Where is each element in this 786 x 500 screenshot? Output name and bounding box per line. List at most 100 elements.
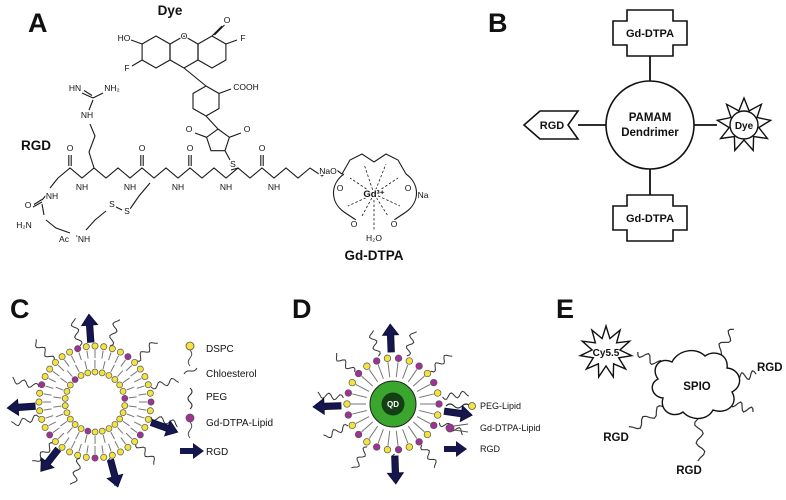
lipid-head (61, 402, 69, 410)
dye-structure (130, 24, 242, 171)
spio-label: SPIO (683, 381, 711, 393)
qd-core-center (381, 392, 405, 416)
lipid-head (124, 353, 132, 361)
peg-lipid-icon (445, 403, 471, 409)
atom-nh: NH (124, 182, 136, 192)
lipid-head (66, 348, 74, 356)
lipid-head (91, 368, 99, 376)
lipid-head (100, 453, 108, 461)
gd-dtpa-cross-top (612, 9, 688, 57)
lipid-tail (66, 370, 73, 377)
lipid-head (119, 387, 127, 395)
lipid-head (74, 345, 82, 353)
lipid-tail (126, 386, 135, 391)
atom-f: F (124, 63, 129, 73)
lipid-head (121, 394, 129, 402)
lipid-head (66, 415, 74, 423)
lipid-tail (138, 408, 147, 411)
peg-chain (10, 414, 40, 427)
peg-lipid-icon-head (468, 402, 476, 410)
pamam-circle (605, 80, 695, 170)
lipid-head (51, 358, 59, 366)
lipid-head (91, 454, 99, 462)
atom-o: O (187, 143, 194, 153)
carbonyl-bond (68, 155, 264, 166)
liposome-bilayer (10, 317, 180, 487)
lipid-head (98, 369, 106, 377)
peg-chain (35, 339, 55, 362)
qd-core-label: QD (387, 400, 399, 409)
lipid-tail (48, 421, 57, 427)
lipid-head (363, 438, 371, 446)
lipid-tail (120, 359, 126, 367)
lipid-tail (55, 413, 64, 418)
panel-e: E SPIO Cy5.5 RGD RGD RGD (556, 294, 783, 477)
rgd-arrow (149, 418, 179, 437)
lipid-head (354, 369, 363, 378)
gd-dtpa-lipid-icon-tails (453, 423, 469, 433)
peg-chain (32, 442, 55, 462)
lipid-head (136, 365, 144, 373)
lipid-head (131, 438, 139, 446)
lipid-tail (407, 369, 418, 383)
atom-o: O (259, 143, 266, 153)
lipid-tail (60, 420, 68, 427)
lipid-tail (108, 352, 112, 361)
peg-chain (351, 446, 368, 469)
lipid-head (46, 365, 54, 373)
peg-chain (135, 342, 158, 362)
peptide-backbone (32, 90, 343, 237)
atom-o: O (139, 143, 146, 153)
lipid-head (147, 398, 155, 406)
lipid-tail (117, 370, 124, 377)
atom-o: O (391, 219, 398, 229)
lipid-tail (78, 443, 82, 452)
peg-chain (430, 354, 453, 373)
atom-nh: NH (78, 234, 90, 244)
lipid-head (108, 451, 116, 459)
lipid-head (66, 448, 74, 456)
lipid-tail (70, 355, 76, 364)
peg-chain (335, 352, 356, 372)
peg-chain (317, 391, 344, 401)
lipid-tail (377, 429, 384, 444)
lipid-tail (412, 375, 425, 387)
lipid-tail (48, 377, 57, 383)
atom-nh: NH (76, 182, 88, 192)
spio-blob (651, 349, 741, 420)
lipid-tail (64, 437, 70, 445)
rgd-arrow (80, 313, 99, 343)
gd-dtpa-lipid-icon-tail (187, 421, 193, 439)
lipid-head (63, 388, 71, 395)
lipid-head (51, 438, 59, 446)
rgd-arrow (312, 397, 342, 416)
lipid-tail (355, 384, 370, 392)
lipid-head (84, 427, 92, 435)
atom-nao: NaO (319, 166, 337, 176)
panel-d: D QD PEG-Lipid Gd-DTPA-Lipid RGD (292, 294, 540, 485)
peg-chain (420, 444, 437, 469)
panel-e-label: E (556, 294, 574, 324)
rgd-label-bottom: RGD (676, 465, 702, 477)
lipid-head (383, 446, 392, 454)
peg-chain (69, 457, 81, 485)
lipid-head (124, 443, 132, 451)
lipid-tail (355, 416, 370, 424)
lipid-head (144, 415, 152, 423)
pamam-line2: Dendrimer (621, 127, 679, 139)
lipid-head (58, 353, 66, 361)
rgd-arrow (381, 323, 400, 353)
rgd-arrow (6, 398, 36, 417)
dye-sun-label: Dye (735, 121, 754, 132)
atom-o: O (181, 31, 188, 41)
lipid-tail (125, 432, 133, 440)
rgd-arrow-icon (444, 441, 467, 457)
lipid-head (105, 372, 113, 379)
lipid-tail (407, 425, 418, 439)
lipid-tail (361, 421, 374, 433)
atom-o: O (224, 15, 231, 25)
lipid-head (344, 389, 352, 397)
lipid-tail (136, 415, 145, 419)
lipid-head (144, 381, 152, 389)
lipid-tail (419, 409, 434, 415)
